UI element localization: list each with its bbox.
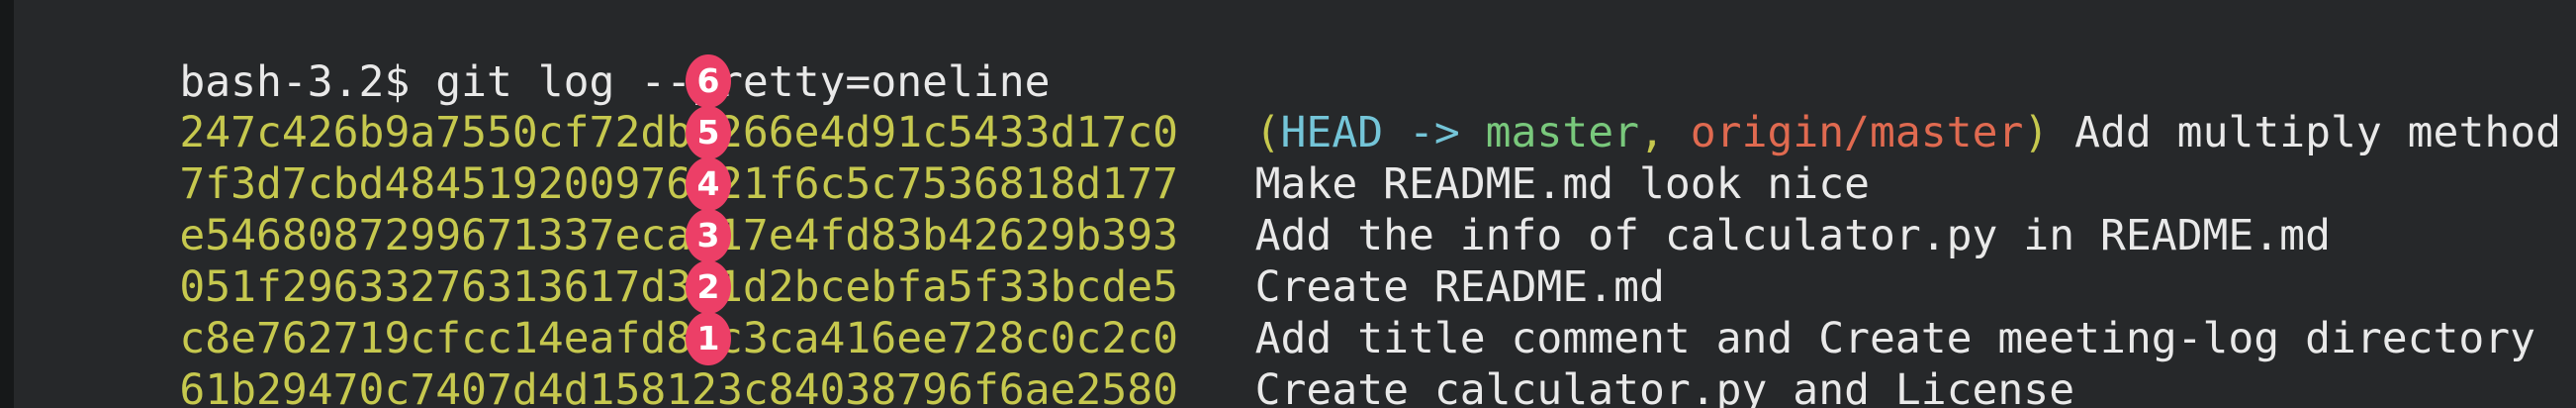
terminal-left-gutter bbox=[0, 0, 14, 408]
commit-log-row[interactable]: e5468087299671337ecaa17e4fd83b42629b393 … bbox=[26, 157, 2576, 260]
step-badge-2: 2 bbox=[686, 260, 731, 314]
decoration-close-paren: ) bbox=[2023, 108, 2050, 157]
commit-hash: 247c426b9a7550cf72db5266e4d91c5433d17c0 bbox=[179, 108, 1178, 157]
decoration-remote-branch: origin/master bbox=[1690, 108, 2024, 157]
commit-hash: 61b29470c7407d4d158123c84038796f6ae2580 bbox=[179, 365, 1178, 408]
commit-message: Add the info of calculator.py in README.… bbox=[1254, 211, 2331, 260]
decoration-arrow: -> bbox=[1383, 108, 1486, 157]
prompt-line: bash-3.2$ git log --pretty=oneline bbox=[26, 2, 2576, 107]
commit-hash: c8e762719cfcc14eafd8dc3ca416ee728c0c2c0 bbox=[179, 314, 1178, 363]
commit-message: Add title comment and Create meeting-log… bbox=[1254, 314, 2536, 363]
step-badge-3: 3 bbox=[686, 209, 731, 262]
step-badge-1: 1 bbox=[686, 312, 731, 365]
terminal-output-area[interactable]: bash-3.2$ git log --pretty=oneline 247c4… bbox=[14, 0, 2576, 408]
decoration-open-paren: ( bbox=[1254, 108, 1281, 157]
commit-log-row[interactable]: 7f3d7cbd484519200976c21f6c5c7536818d177 … bbox=[26, 106, 2576, 209]
step-badge-5: 5 bbox=[686, 106, 731, 159]
commit-hash: 7f3d7cbd484519200976c21f6c5c7536818d177 bbox=[179, 159, 1178, 209]
commit-log-row[interactable]: 61b29470c7407d4d158123c84038796f6ae2580 … bbox=[26, 312, 2576, 408]
commit-hash: 051f29633276313617d331d2bcebfa5f33bcde5 bbox=[179, 262, 1178, 312]
commit-message: Make README.md look nice bbox=[1254, 159, 1870, 209]
commit-message: Create README.md bbox=[1254, 262, 1665, 312]
decoration-branch: master bbox=[1485, 108, 1640, 157]
commit-log-row[interactable]: c8e762719cfcc14eafd8dc3ca416ee728c0c2c0 … bbox=[26, 260, 2576, 363]
step-badge-6: 6 bbox=[686, 54, 731, 108]
decoration-comma: , bbox=[1639, 108, 1691, 157]
commit-log-row[interactable]: 247c426b9a7550cf72db5266e4d91c5433d17c0 … bbox=[26, 54, 2576, 157]
commit-message: Create calculator.py and License bbox=[1254, 365, 2075, 408]
step-badge-4: 4 bbox=[686, 157, 731, 211]
commit-hash: e5468087299671337ecaa17e4fd83b42629b393 bbox=[179, 211, 1178, 260]
decoration-head: HEAD bbox=[1280, 108, 1384, 157]
commit-log-row[interactable]: 051f29633276313617d331d2bcebfa5f33bcde5 … bbox=[26, 209, 2576, 312]
commit-message: Add multiply method bbox=[2074, 108, 2562, 157]
commit-hash-badge-gap bbox=[1178, 365, 1255, 408]
